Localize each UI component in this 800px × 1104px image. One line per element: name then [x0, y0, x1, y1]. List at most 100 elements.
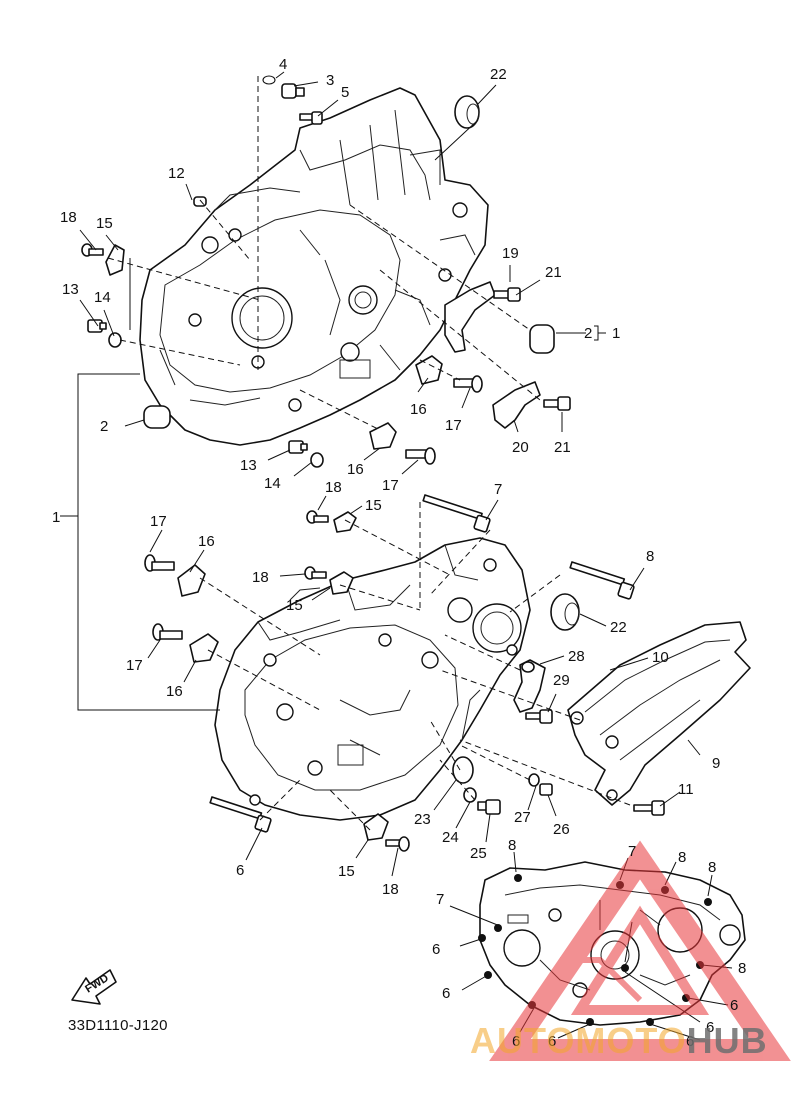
callout-17-c: 17 — [150, 513, 167, 530]
callout-6-d: 6 — [730, 997, 738, 1014]
callout-2-left: 2 — [100, 418, 108, 435]
bolt-7 — [422, 494, 491, 533]
group-bracket-1 — [60, 373, 220, 711]
callout-1-right: 1 — [612, 325, 620, 342]
callout-16-d: 16 — [166, 683, 183, 700]
callout-labels: 4 3 5 22 12 18 15 19 21 13 14 2 1 16 17 … — [52, 56, 746, 1050]
leader-lines — [79, 71, 701, 877]
plate-16-c — [177, 564, 206, 597]
screw-18-b — [306, 510, 329, 524]
callout-7-a: 7 — [494, 481, 502, 498]
plate-15-a — [105, 244, 125, 276]
callout-27: 27 — [514, 809, 531, 826]
callout-6-a: 6 — [236, 862, 244, 879]
callout-8-d: 8 — [708, 859, 716, 876]
right-crankcase — [214, 537, 531, 821]
callout-13-b: 13 — [240, 457, 257, 474]
callout-7-c: 7 — [436, 891, 444, 908]
callout-17-a: 17 — [445, 417, 462, 434]
nut-13-a — [87, 319, 107, 333]
callout-6-f: 6 — [512, 1033, 520, 1050]
callout-9: 9 — [712, 755, 720, 772]
callout-6-b: 6 — [432, 941, 440, 958]
callout-11: 11 — [678, 781, 694, 798]
oil-seal-22-lower — [550, 593, 580, 631]
callout-17-d: 17 — [126, 657, 143, 674]
callout-25: 25 — [470, 845, 487, 862]
fitting-3 — [281, 83, 305, 99]
callout-4: 4 — [279, 56, 287, 73]
screw-18-d — [385, 836, 410, 852]
callout-6-c: 6 — [442, 985, 450, 1002]
dowel-pin-2-left — [143, 405, 171, 429]
bolt-21-lower — [543, 396, 571, 411]
bolt-11 — [633, 800, 665, 816]
callout-12: 12 — [168, 165, 185, 182]
plug-12 — [193, 196, 207, 207]
callout-7-b: 7 — [628, 843, 636, 860]
o-ring-4 — [262, 75, 276, 85]
callout-15-c: 15 — [286, 597, 303, 614]
watermark-text: AUTOMOTOHUB — [470, 1020, 768, 1062]
screw-17-d — [152, 623, 183, 641]
callout-29: 29 — [553, 672, 570, 689]
washer-14-a — [108, 332, 122, 348]
callout-10: 10 — [652, 649, 669, 666]
callout-2-right: 2 — [584, 325, 592, 342]
bolt-29 — [525, 709, 553, 724]
callout-6-h: 6 — [686, 1033, 694, 1050]
callout-8-a: 8 — [646, 548, 654, 565]
callout-19: 19 — [502, 245, 519, 262]
callout-22-top: 22 — [490, 66, 507, 83]
plug-25 — [477, 799, 501, 815]
callout-14-a: 14 — [94, 289, 111, 306]
fwd-arrow-icon: FWD — [71, 969, 117, 1005]
callout-15-d: 15 — [338, 863, 355, 880]
callout-17-b: 17 — [382, 477, 399, 494]
screw-18-a — [81, 243, 104, 257]
nut-13-b — [288, 440, 308, 454]
bolt-8-lower — [569, 561, 635, 600]
bracket-20 — [492, 381, 541, 429]
callout-3: 3 — [326, 72, 334, 89]
oil-seal-23 — [452, 756, 474, 784]
callout-18-a: 18 — [60, 209, 77, 226]
chain-guide-cover — [567, 621, 751, 806]
callout-6-e: 6 — [706, 1019, 714, 1036]
plate-16-a — [415, 355, 443, 385]
washer-27 — [528, 773, 540, 787]
plate-16-d — [189, 633, 219, 663]
washer-14-b — [310, 452, 324, 468]
screw-26 — [539, 783, 553, 796]
plate-15-c — [329, 571, 354, 595]
callout-22-lower: 22 — [610, 619, 627, 636]
diagram-code: 33D1110-J120 — [68, 1017, 168, 1034]
plate-15-d — [363, 813, 389, 841]
callout-15-a: 15 — [96, 215, 113, 232]
screw-17-a — [453, 375, 483, 393]
callout-23: 23 — [414, 811, 431, 828]
bolt-21-top — [493, 287, 521, 302]
callout-8-c: 8 — [678, 849, 686, 866]
dowel-pin-2-right — [529, 324, 555, 354]
callout-26: 26 — [553, 821, 570, 838]
callout-14-b: 14 — [264, 475, 281, 492]
callout-15-b: 15 — [365, 497, 382, 514]
callout-1-left: 1 — [52, 509, 60, 526]
callout-6-g: 6 — [548, 1033, 556, 1050]
plate-15-b — [333, 511, 357, 533]
watermark-text-part2: HUB — [686, 1020, 768, 1061]
callout-21-top: 21 — [545, 264, 562, 281]
bolt-5 — [299, 111, 323, 125]
callout-5: 5 — [341, 84, 349, 101]
callout-24: 24 — [442, 829, 459, 846]
watermark-text-part1: AUTOMOTO — [470, 1020, 687, 1061]
bracket-19 — [444, 281, 496, 353]
callout-18-d: 18 — [382, 881, 399, 898]
callout-18-c: 18 — [252, 569, 269, 586]
assembly-lines — [107, 76, 631, 831]
callout-21-lower: 21 — [554, 439, 571, 456]
callout-16-c: 16 — [198, 533, 215, 550]
screw-17-b — [405, 447, 436, 465]
